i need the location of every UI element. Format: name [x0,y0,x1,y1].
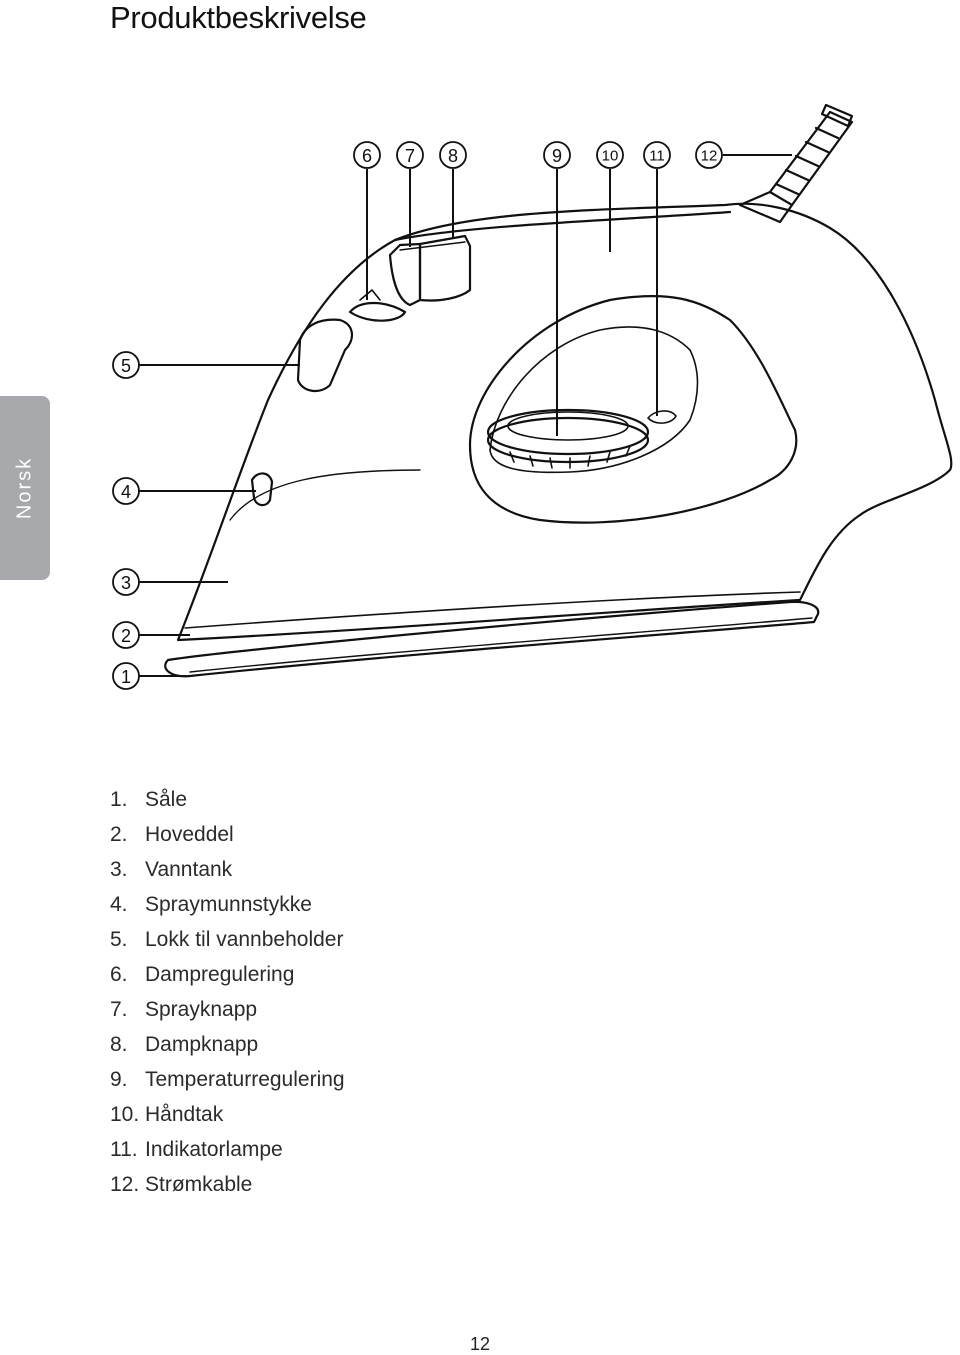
part-label: Indikatorlampe [145,1138,283,1161]
parts-list-item: 8. Dampknapp [110,1027,345,1062]
callout-2 [112,621,140,649]
callout-label: 6 [362,146,372,166]
temperature-dial [486,408,650,469]
parts-list-item: 2. Hoveddel [110,817,345,852]
callout-label: 2 [121,626,131,646]
part-number: 2. [110,823,128,846]
parts-list: 1. Såle 2. Hoveddel 3. Vanntank 4. Spraymunn… [110,782,345,1202]
power-cord [768,103,854,207]
steam-control [348,301,407,322]
callout-label: 9 [552,146,562,166]
part-label: Håndtak [145,1103,224,1126]
parts-list-item: 3. Vanntank [110,852,345,887]
indicator-lamp [647,410,677,424]
part-number: 7. [110,998,128,1021]
iron-diagram: 1 2 3 4 5 6 7 8 9 10 11 12 [112,103,953,690]
callout-11 [643,141,671,169]
parts-list-item: 11. Indikatorlampe [110,1132,345,1167]
callout-3 [112,568,140,596]
part-number: 6. [110,963,128,986]
part-label: Dampknapp [145,1033,259,1056]
callout-7 [396,141,424,169]
callout-12 [695,141,723,169]
parts-list-item: 6. Dampregulering [110,957,345,992]
part-number: 10. [110,1103,140,1126]
part-label: Spraymunnstykke [145,893,312,916]
callout-label: 8 [448,146,458,166]
part-label: Strømkable [145,1173,253,1196]
part-number: 3. [110,858,128,881]
part-number: 8. [110,1033,128,1056]
part-number: 5. [110,928,128,951]
part-number: 1. [110,788,128,811]
filler-lid [296,318,353,393]
part-label: Hoveddel [145,823,234,846]
callout-label: 4 [121,482,131,502]
part-label: Lokk til vannbeholder [145,928,344,951]
parts-list-item: 12.Strømkable [110,1167,345,1202]
part-label: Sprayknapp [145,998,258,1021]
iron-body [176,202,953,642]
callout-6 [353,141,381,169]
part-label: Dampregulering [145,963,295,986]
language-tab: Norsk [0,396,50,580]
part-number: 11. [110,1138,138,1161]
parts-list-item: 9. Temperaturregulering [110,1062,345,1097]
parts-list-item: 10.Håndtak [110,1097,345,1132]
page-number: 12 [469,1334,491,1354]
callout-label: 5 [121,356,131,376]
part-number: 9. [110,1068,128,1091]
spray-nozzle [250,472,274,507]
part-label: Temperaturregulering [145,1068,345,1091]
steam-button [418,234,472,302]
part-number: 4. [110,893,128,916]
callout-10 [596,141,624,169]
soleplate [164,600,820,678]
callout-9 [543,141,571,169]
spray-button [388,242,422,307]
callout-label: 12 [701,148,718,165]
part-label: Vanntank [145,858,233,881]
handle-opening [468,294,798,524]
callout-label: 7 [405,146,415,166]
callout-1 [112,662,140,690]
parts-list-item: 1. Såle [110,782,345,817]
parts-list-item: 5. Lokk til vannbeholder [110,922,345,957]
callout-8 [439,141,467,169]
callout-label: 3 [121,573,131,593]
page-title: Produktbeskrivelse [110,0,367,35]
callout-4 [112,477,140,505]
parts-list-item: 4. Spraymunnstykke [110,887,345,922]
callout-5 [112,351,140,379]
part-number: 12. [110,1173,140,1196]
parts-list-item: 7. Sprayknapp [110,992,345,1027]
callout-label: 1 [121,667,131,687]
part-label: Såle [145,788,188,811]
callout-label: 10 [602,148,619,165]
callout-label: 11 [649,148,665,165]
